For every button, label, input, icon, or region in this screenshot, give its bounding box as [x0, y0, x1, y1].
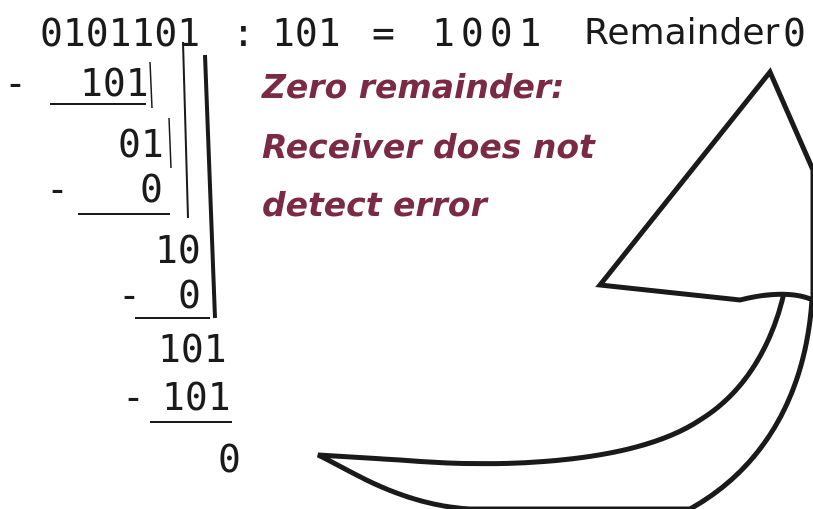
step-result: 01: [118, 122, 164, 166]
quotient: 1001: [432, 11, 548, 55]
division-bar-thin: [182, 41, 189, 219]
colon-symbol: :: [232, 11, 255, 55]
dividend: 0101101: [40, 11, 201, 55]
minus-sign: -: [118, 273, 141, 317]
step-result: 10: [155, 228, 201, 272]
step-subtrahend: 101: [162, 375, 231, 419]
remainder-label: Remainder: [584, 12, 780, 53]
equals-symbol: =: [372, 11, 395, 55]
minus-sign: -: [122, 375, 145, 419]
remainder-value: 0: [783, 11, 806, 55]
step2-bar: [168, 117, 172, 169]
final-remainder: 0: [218, 437, 241, 481]
arrow-head: [595, 67, 813, 303]
annotation-line-2: Receiver does not: [262, 127, 595, 166]
step-result: 101: [158, 327, 227, 371]
step-subtrahend: 0: [140, 167, 163, 211]
divisor: 101: [272, 11, 341, 55]
annotation-line-1: Zero remainder:: [262, 67, 565, 106]
step-subtrahend: 0: [178, 273, 201, 317]
step-subtrahend: 101: [80, 61, 149, 105]
minus-sign: -: [4, 61, 27, 105]
step1-bar: [149, 61, 153, 109]
annotation-line-3: detect error: [262, 185, 487, 224]
minus-sign: -: [46, 167, 69, 211]
division-bar-thick: [203, 54, 217, 319]
